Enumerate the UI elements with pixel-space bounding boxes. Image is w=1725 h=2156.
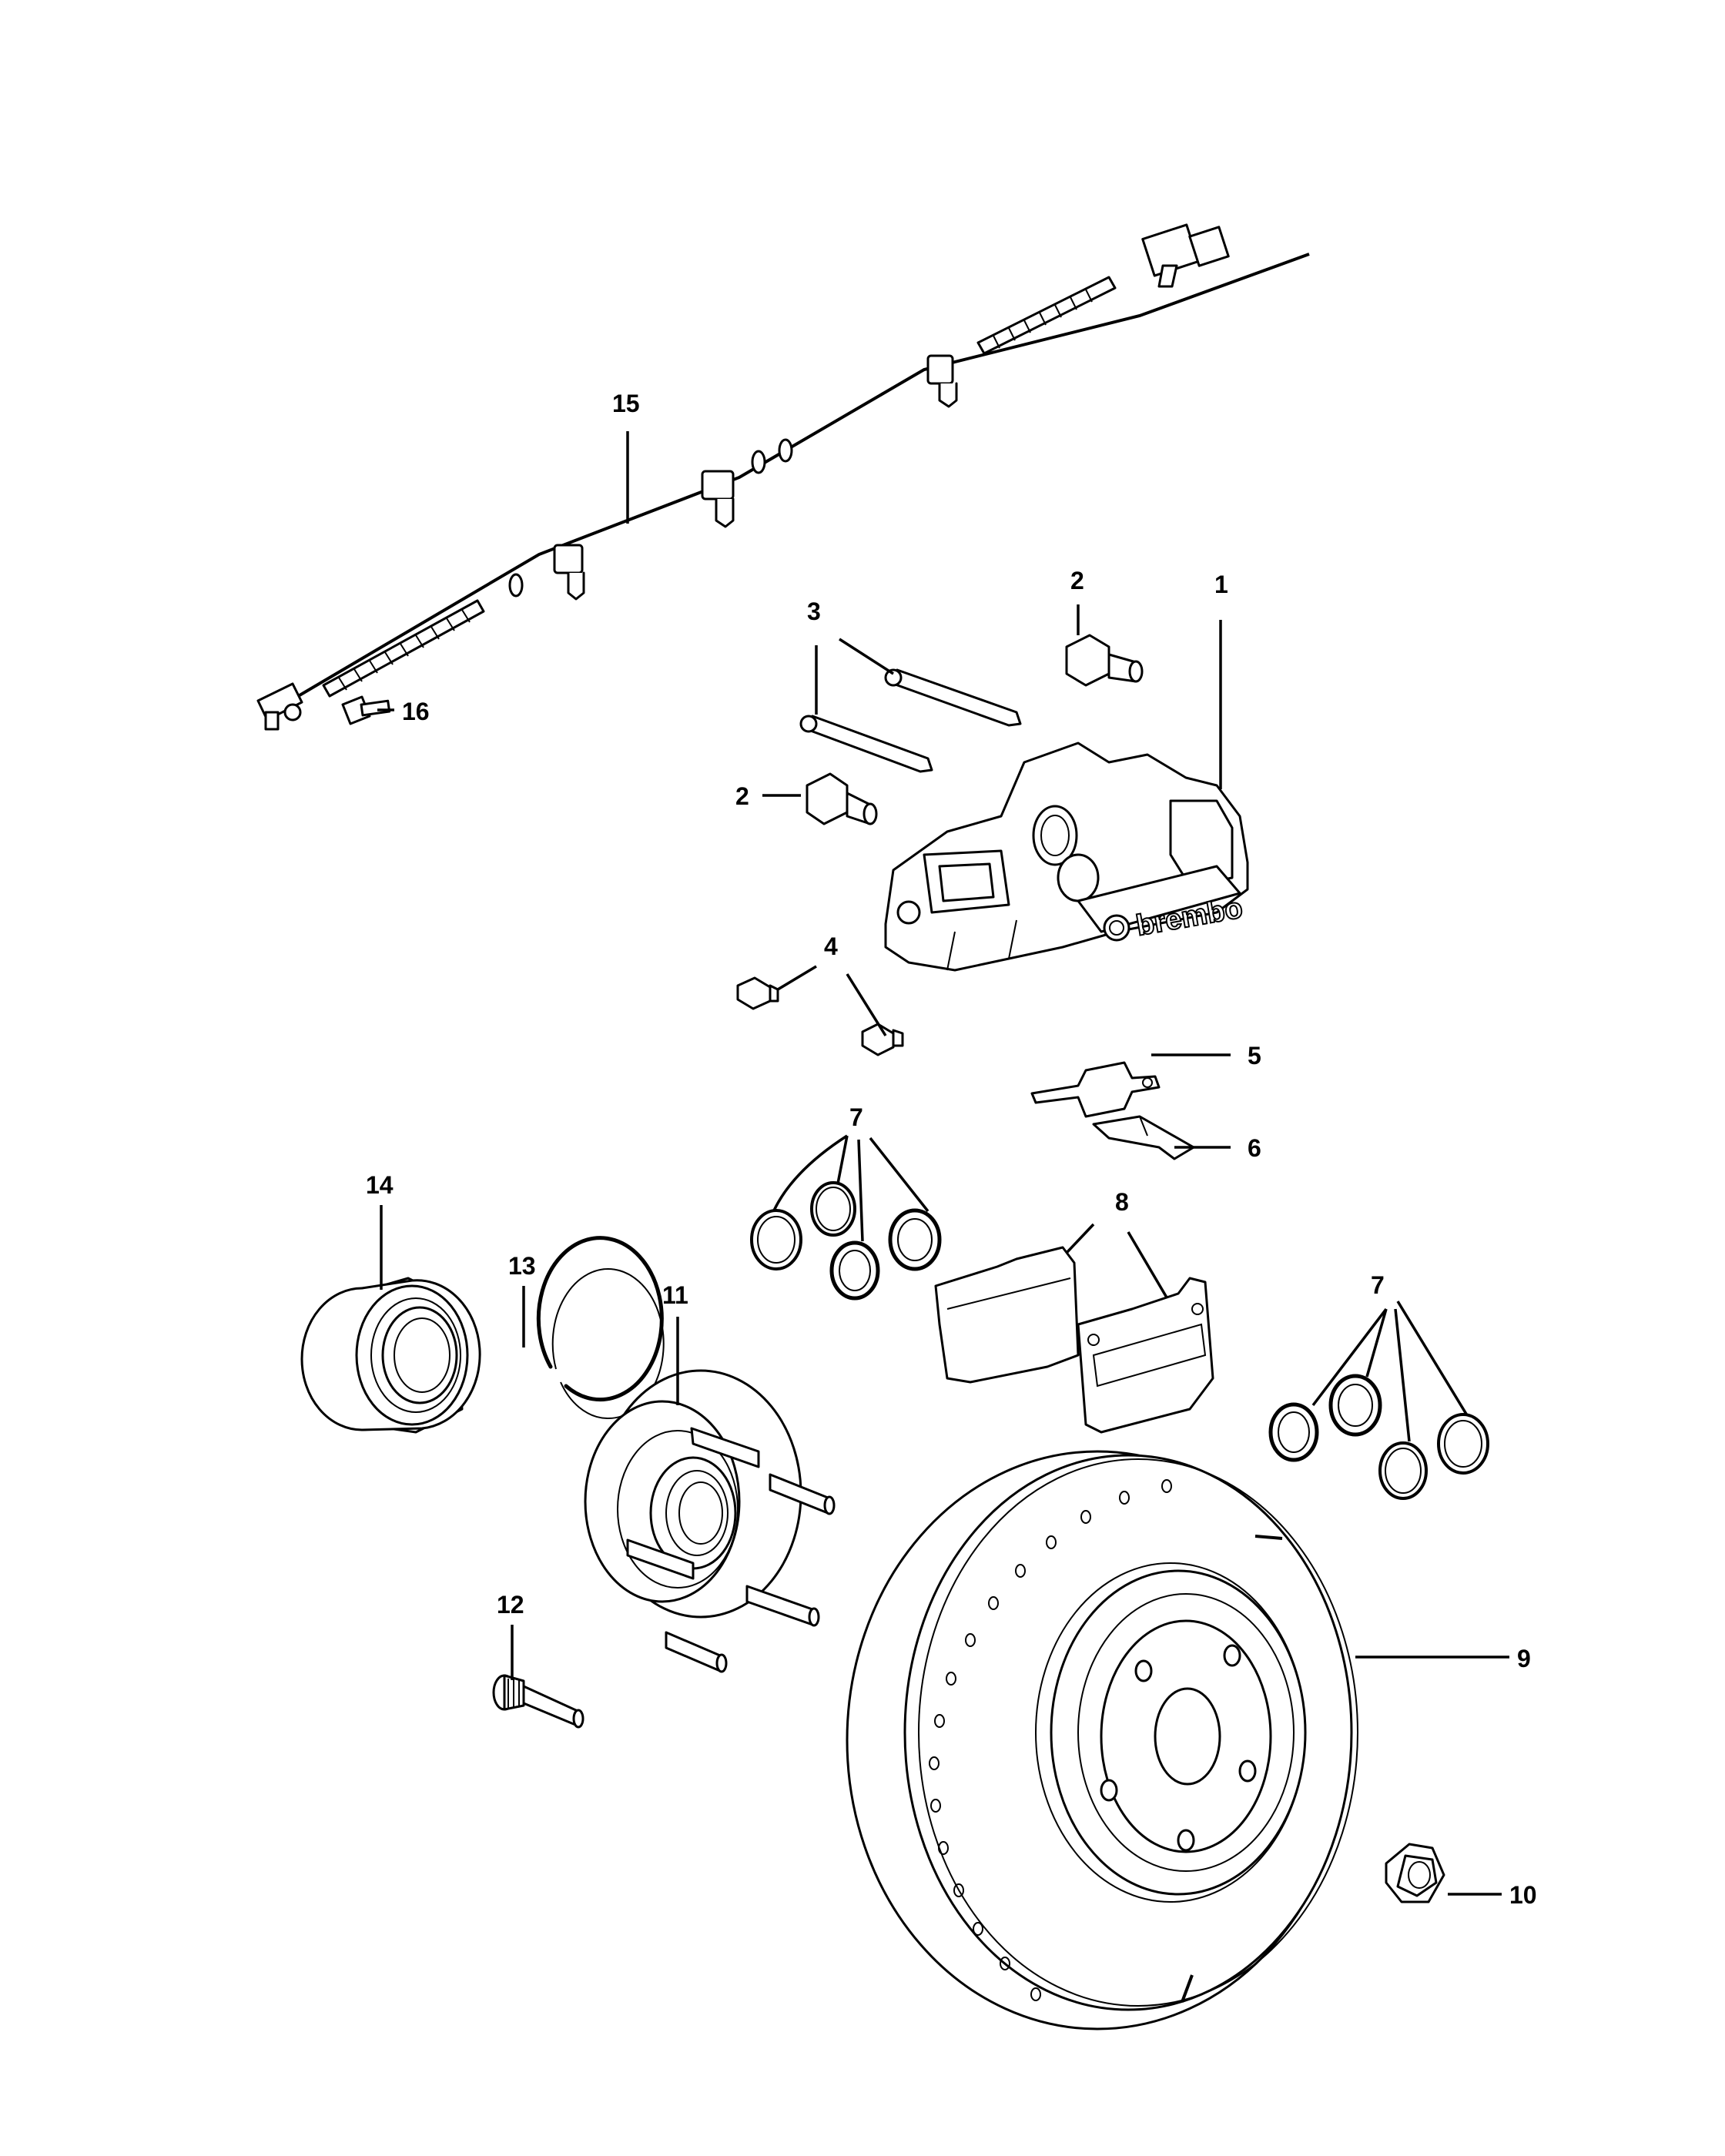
callout-labels: 1 2 2 3 4 5 6 7 7 8 9 10 11 12 13 14 15 …: [366, 390, 1537, 1909]
harness-connector: [1141, 223, 1230, 288]
callout-6: 6: [1248, 1134, 1261, 1162]
callout-9: 9: [1517, 1645, 1531, 1672]
part-2-caliper-bolt-lower: [806, 772, 878, 825]
part-12-wheel-stud: [492, 1674, 584, 1729]
part-14-wheel-bearing: [300, 1277, 481, 1434]
harness-clip-1: [553, 544, 585, 601]
callout-11: 11: [662, 1281, 688, 1309]
callout-1: 1: [1214, 571, 1228, 598]
callout-16: 16: [402, 698, 430, 725]
part-1-brake-caliper: brembo: [884, 742, 1249, 972]
part-6-pad-clip: [1092, 1115, 1195, 1160]
harness-sleeve-right: [976, 276, 1117, 355]
part-10-lug-nut: [1385, 1843, 1445, 1903]
part-4-bleeder-screws: [736, 976, 904, 1056]
callout-4: 4: [824, 932, 838, 960]
callout-14: 14: [366, 1171, 394, 1199]
rotor-vent-holes: [929, 1479, 1172, 2001]
part-7-seals-left: [750, 1181, 942, 1301]
harness-clip-3: [926, 354, 958, 408]
callout-10: 10: [1509, 1881, 1537, 1909]
part-3-caliper-pins: [799, 668, 1022, 773]
part-11-wheel-hub: [584, 1369, 836, 1673]
callout-2-upper: 2: [1070, 567, 1084, 594]
callout-13: 13: [508, 1252, 536, 1280]
callout-2-lower: 2: [735, 782, 749, 810]
callout-8: 8: [1115, 1188, 1129, 1216]
callout-7-right: 7: [1371, 1271, 1385, 1299]
callout-3: 3: [807, 598, 821, 625]
hub-studs: [626, 1427, 836, 1673]
callout-15: 15: [612, 390, 640, 417]
part-16-harness-bolt: [341, 695, 391, 725]
part-8-brake-pads: [934, 1246, 1214, 1434]
part-2-caliper-bolt-upper: [1065, 634, 1144, 687]
callout-7-left: 7: [849, 1103, 863, 1131]
callout-12: 12: [497, 1591, 524, 1619]
part-9-brake-rotor: [846, 1450, 1358, 2030]
leader-lines: [377, 431, 1509, 1896]
callout-5: 5: [1248, 1042, 1261, 1070]
part-15-speed-sensor-harness: [256, 223, 1310, 731]
part-7-seals-right: [1268, 1374, 1489, 1500]
harness-clip-2: [701, 470, 735, 528]
part-5-spring-clip: [1030, 1061, 1161, 1118]
harness-sleeve-left: [322, 599, 485, 698]
sensor-head: [256, 682, 303, 731]
part-13-snap-ring: [536, 1236, 665, 1420]
